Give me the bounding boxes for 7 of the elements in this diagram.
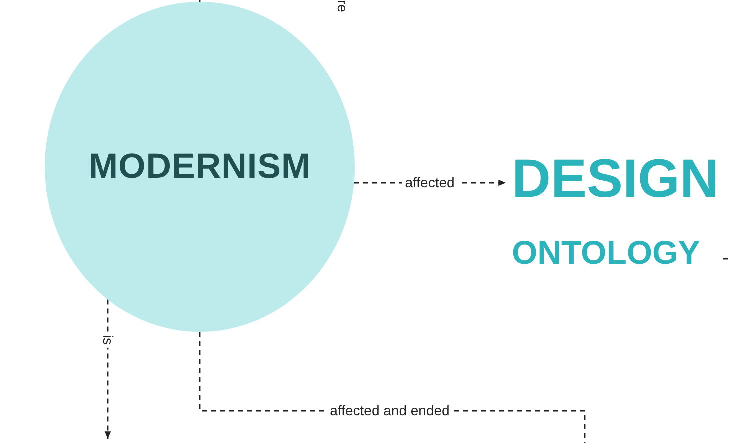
heading: ONTOLOGY [512,236,700,269]
edge-label: affected [402,175,458,191]
heading: DESIGN [512,152,720,206]
node-label: MODERNISM [88,147,312,187]
edge-label: affected and ended [327,403,453,419]
dashed-arrow [104,300,112,439]
cut-off-label: re [336,0,350,12]
